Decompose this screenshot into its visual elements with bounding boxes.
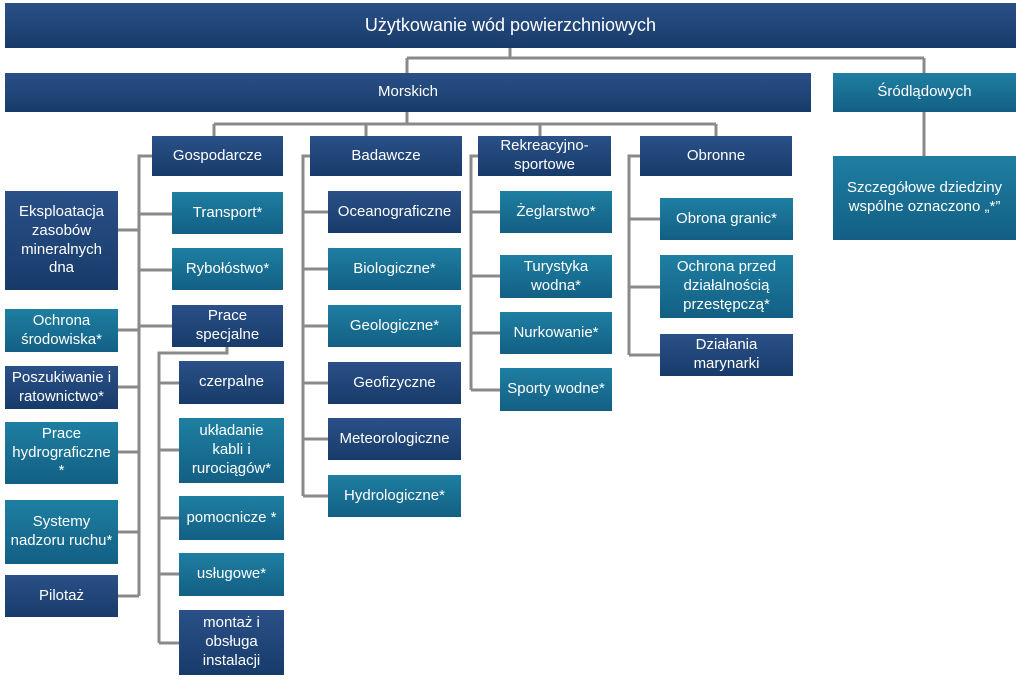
gospodarcze-left-item: Systemy nadzoru ruchu* (5, 500, 118, 564)
item-label: Sporty wodne* (507, 380, 605, 398)
obronne-item: Ochrona przed działalnością przestępczą* (660, 255, 793, 318)
special-work-item: usługowe* (179, 553, 284, 596)
obronne-item: Działania marynarki (660, 334, 793, 376)
gospodarcze-right-item: Transport* (172, 192, 283, 234)
special-work-item: pomocnicze * (179, 496, 284, 540)
item-label: Działania marynarki (693, 336, 760, 372)
rekreacyjno-item: Żeglarstwo* (500, 191, 612, 233)
item-label: Prace specjalne (195, 307, 260, 343)
item-label: czerpalne (198, 373, 265, 391)
rekreacyjno-item: Sporty wodne* (500, 368, 612, 411)
item-label: Meteorologiczne (339, 429, 450, 447)
badawcze-item: Biologiczne* (328, 248, 461, 290)
item-label: Transport* (192, 203, 263, 221)
marine-label: Morskich (377, 83, 438, 101)
badawcze-item: Geologiczne* (328, 305, 461, 347)
badawcze-item: Meteorologiczne (328, 418, 461, 460)
item-label: Poszukiwanie i ratownictwo* (11, 368, 112, 405)
gospodarcze-left-item: Pilotaż (5, 575, 118, 617)
item-label: pomocnicze * (186, 508, 277, 526)
special-work-item: czerpalne (179, 361, 284, 404)
special-work-item: układanie kabli i rurociągów* (179, 418, 284, 483)
item-label: Żeglarstwo* (516, 202, 596, 220)
item-label: Oceanograficzne (337, 202, 452, 220)
gospodarcze-right-item: Rybołóstwo* (172, 248, 283, 290)
root-label: Użytkowanie wód powierzchniowych (364, 15, 657, 36)
category-badawcze: Badawcze (310, 136, 462, 176)
item-label: Hydrologiczne* (344, 486, 445, 504)
item-label: Biologiczne* (353, 259, 436, 277)
marine-box: Morskich (5, 73, 811, 112)
item-label: Rybołóstwo* (185, 259, 270, 277)
rekreacyjno-item: Turystyka wodna* (500, 255, 612, 298)
item-label: układanie kabli i rurociągów* (191, 422, 272, 477)
badawcze-item: Hydrologiczne* (328, 475, 461, 517)
category-label: Badawcze (351, 146, 421, 164)
badawcze-item: Oceanograficzne (328, 191, 461, 233)
item-label: Turystyka wodna* (523, 257, 589, 294)
gospodarcze-right-item: Prace specjalne (172, 305, 283, 347)
item-label: Geologiczne* (349, 316, 440, 334)
inland-note-label: Szczegółowe dziedziny wspólne oznaczono … (846, 179, 1003, 215)
gospodarcze-left-item: Ochrona środowiska* (5, 309, 118, 352)
category-label: Rekreacyjno-sportowe (500, 137, 589, 173)
badawcze-item: Geofizyczne (328, 362, 461, 404)
category-label: Gospodarcze (172, 146, 263, 164)
category-label: Obronne (686, 146, 746, 164)
rekreacyjno-item: Nurkowanie* (500, 312, 612, 354)
category-rekreacyjno: Rekreacyjno-sportowe (478, 136, 611, 176)
gospodarcze-left-item: Poszukiwanie i ratownictwo* (5, 366, 118, 409)
item-label: Nurkowanie* (513, 323, 599, 341)
category-gospodarcze: Gospodarcze (152, 136, 283, 176)
gospodarcze-left-item: Eksploatacja zasobów mineralnych dna (5, 191, 118, 290)
gospodarcze-left-item: Prace hydrograficzne * (5, 422, 118, 484)
item-label: Ochrona przed działalnością przestępczą* (676, 258, 777, 313)
item-label: Systemy nadzoru ruchu* (10, 513, 113, 549)
root-box: Użytkowanie wód powierzchniowych (5, 3, 1016, 48)
item-label: usługowe* (196, 565, 267, 583)
item-label: montaż i obsługa instalacji (202, 614, 261, 669)
item-label: Ochrona środowiska* (21, 311, 102, 348)
item-label: Obrona granic* (676, 209, 777, 227)
special-work-item: montaż i obsługa instalacji (179, 610, 284, 675)
item-label: Prace hydrograficzne * (12, 424, 111, 480)
obronne-item: Obrona granic* (660, 198, 793, 240)
category-obronne: Obronne (640, 136, 792, 176)
item-label: Geofizyczne (353, 373, 436, 391)
inland-box: Śródlądowych (833, 73, 1016, 112)
inland-label: Śródlądowych (877, 83, 972, 101)
inland-note-box: Szczegółowe dziedziny wspólne oznaczono … (833, 156, 1016, 240)
item-label: Eksploatacja zasobów mineralnych dna (18, 203, 105, 277)
item-label: Pilotaż (38, 586, 85, 604)
